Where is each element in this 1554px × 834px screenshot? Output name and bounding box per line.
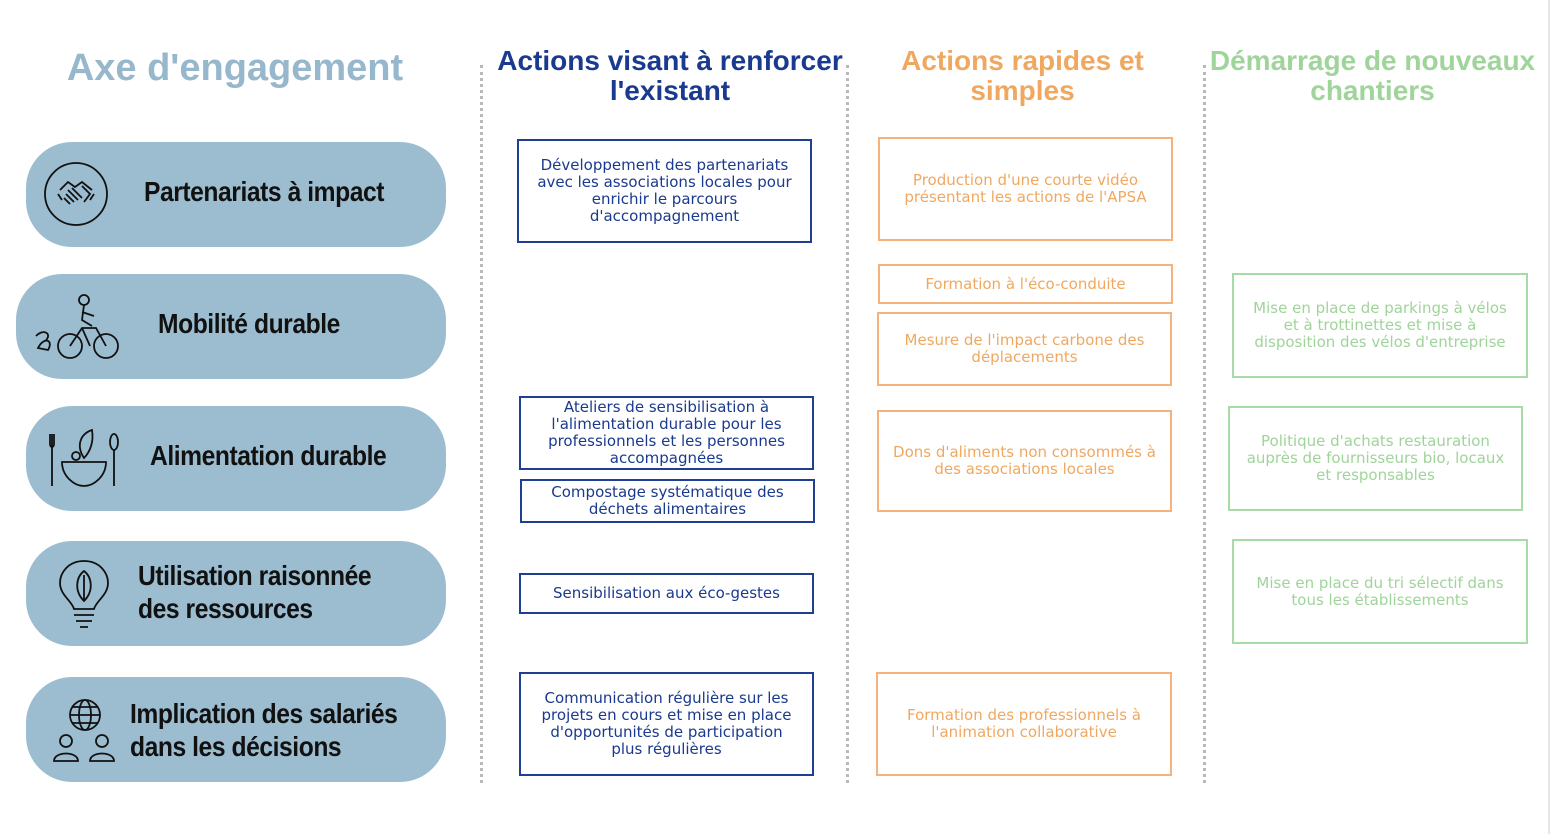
- col2-box: Production d'une courte vidéo présentant…: [878, 137, 1173, 241]
- axis-label-line2: des ressources: [138, 593, 313, 624]
- axis-pill-mobilite: Mobilité durable: [16, 274, 446, 379]
- col2-header: Actions rapides et simples: [901, 45, 1144, 106]
- axis-label: Mobilité durable: [158, 308, 340, 339]
- cyclist-icon: [34, 292, 120, 366]
- col1-box: Compostage systématique des déchets alim…: [520, 479, 815, 523]
- col1-box: Sensibilisation aux éco-gestes: [519, 573, 814, 614]
- col2-box: Mesure de l'impact carbone des déplaceme…: [877, 312, 1172, 386]
- axis-pill-alimentation: Alimentation durable: [26, 406, 446, 511]
- col1-header: Actions visant à renforcer l'existant: [497, 45, 843, 106]
- col2-box: Formation à l'éco-conduite: [878, 264, 1173, 304]
- axis-label-line1: Utilisation raisonnée: [138, 560, 372, 591]
- lightbulb-leaf-icon: [56, 557, 112, 633]
- col1-box: Développement des partenariats avec les …: [517, 139, 812, 243]
- handshake-icon: [42, 160, 110, 232]
- axis-header: Axe d'engagement: [66, 47, 404, 89]
- col3-box: Politique d'achats restauration auprès d…: [1228, 406, 1523, 511]
- col3-box: Mise en place de parkings à vélos et à t…: [1232, 273, 1528, 378]
- separator-1: [480, 65, 483, 783]
- separator-3: [1203, 65, 1206, 783]
- axis-label: Partenariats à impact: [144, 176, 385, 207]
- globe-people-icon: [52, 697, 118, 767]
- axis-pill-ressources: Utilisation raisonnée des ressources: [26, 541, 446, 646]
- axis-label-line1: Implication des salariés: [130, 698, 398, 729]
- col2-box: Formation des professionnels à l'animati…: [876, 672, 1172, 776]
- axis-label: Alimentation durable: [150, 440, 387, 471]
- col3-box: Mise en place du tri sélectif dans tous …: [1232, 539, 1528, 644]
- axis-label-line2: dans les décisions: [130, 731, 342, 762]
- food-bowl-icon: [48, 420, 120, 496]
- axis-pill-implication: Implication des salariés dans les décisi…: [26, 677, 446, 782]
- col3-header: Démarrage de nouveaux chantiers: [1209, 45, 1536, 106]
- separator-2: [846, 65, 849, 783]
- col1-box: Communication régulière sur les projets …: [519, 672, 814, 776]
- right-edge-line: [1548, 0, 1550, 834]
- axis-pill-partenariats: Partenariats à impact: [26, 142, 446, 247]
- col2-box: Dons d'aliments non consommés à des asso…: [877, 410, 1172, 512]
- col1-box: Ateliers de sensibilisation à l'alimenta…: [519, 396, 814, 470]
